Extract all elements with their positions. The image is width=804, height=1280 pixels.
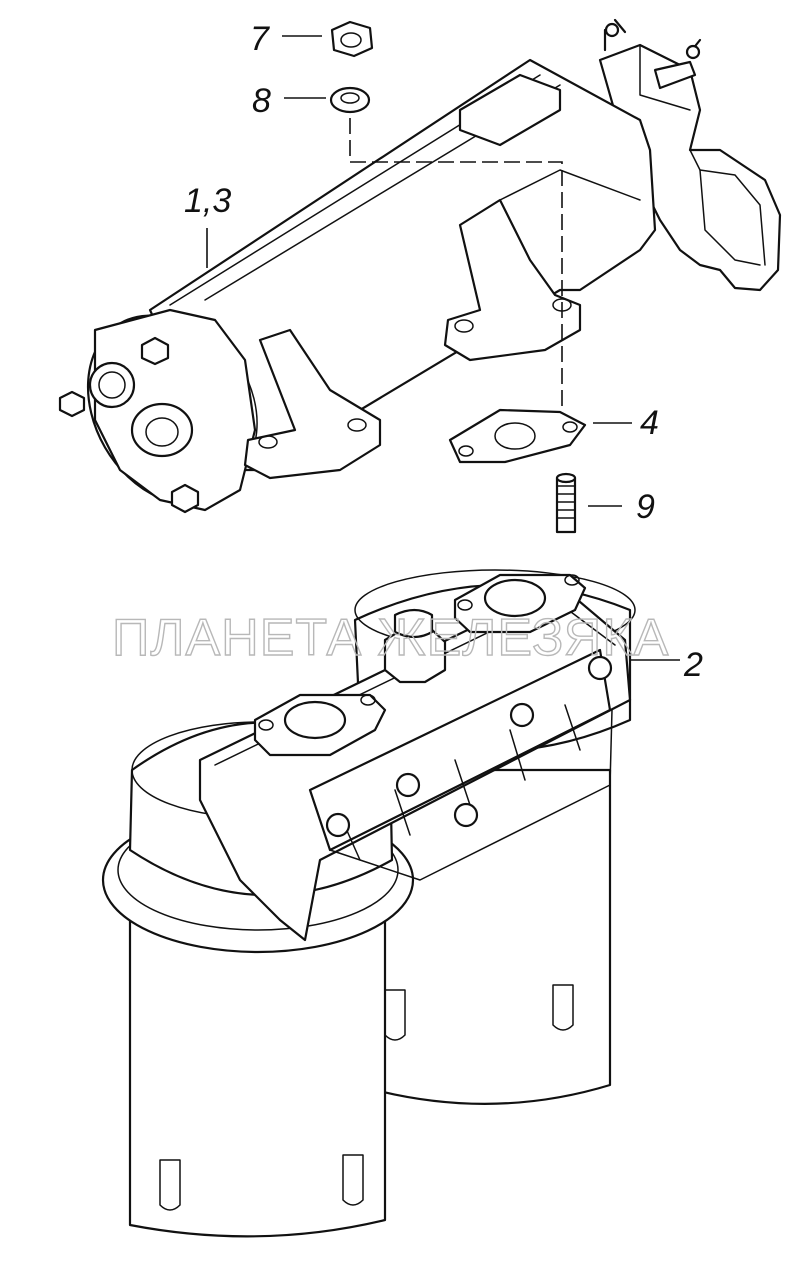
oil-cooler[interactable] (55, 18, 782, 534)
callout-part-7: 7 (250, 20, 270, 58)
callout-part-9: 9 (636, 488, 655, 526)
nut-part-7[interactable] (330, 20, 374, 58)
callout-part-2: 2 (683, 646, 703, 684)
leader-lines (206, 35, 680, 661)
washer-part-8[interactable] (329, 86, 371, 114)
gasket-part-4[interactable] (448, 408, 587, 464)
callout-part-8: 8 (252, 82, 271, 120)
nut-icon (58, 336, 200, 514)
callout-part-1-3: 1,3 (184, 182, 231, 220)
oil-filter-assembly[interactable] (101, 569, 636, 1238)
stud-part-9[interactable] (555, 472, 577, 534)
watermark-text: ПЛАНЕТА ЖЕЛЕЗЯКА (112, 609, 669, 667)
callout-part-4: 4 (640, 404, 659, 442)
